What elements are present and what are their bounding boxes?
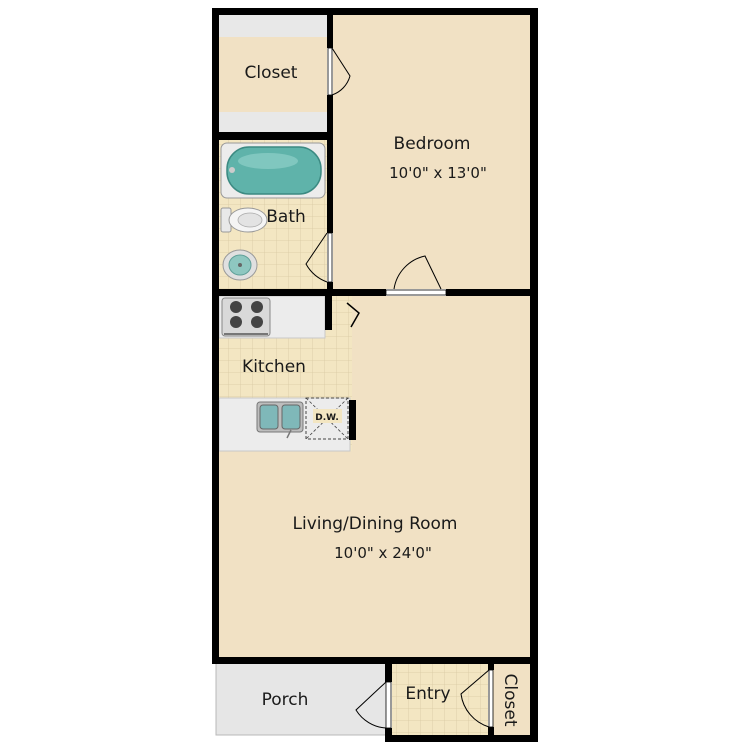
bathtub-icon: [220, 142, 326, 199]
kitchen-label: Kitchen: [242, 357, 306, 377]
bedroom-door-jamb: [385, 289, 447, 296]
bedroom-floor: [333, 15, 530, 289]
bath-label: Bath: [266, 207, 306, 227]
closet-entry-floor: [492, 663, 530, 735]
porch-door-jamb: [385, 681, 392, 729]
closet-top-shelf-bottom: [219, 112, 327, 132]
dishwasher-icon: [305, 397, 349, 440]
entry-closet-door-jamb: [488, 669, 494, 728]
bedroom-label: Bedroom: [394, 134, 471, 154]
walls: [212, 8, 538, 742]
living-dimensions: 10'0" x 24'0": [334, 544, 432, 562]
door-swings: [305, 47, 490, 729]
sink-icon: [256, 401, 304, 439]
bath-sink-icon: [222, 249, 258, 281]
porch-label: Porch: [262, 690, 309, 710]
living-label: Living/Dining Room: [293, 514, 458, 534]
dishwasher-label: D.W.: [315, 413, 339, 423]
toilet-icon: [220, 207, 268, 233]
bath-door-jamb: [327, 232, 333, 283]
entry-floor: [392, 663, 488, 735]
entry-closet-label: Closet: [500, 674, 520, 727]
closet-top-label: Closet: [245, 63, 298, 83]
bedroom-dimensions: 10'0" x 13'0": [389, 164, 487, 182]
closet-top-shelf-top: [219, 15, 327, 37]
stove-icon: [221, 297, 271, 337]
entry-label: Entry: [405, 684, 450, 704]
closet-door-jamb: [327, 47, 333, 96]
